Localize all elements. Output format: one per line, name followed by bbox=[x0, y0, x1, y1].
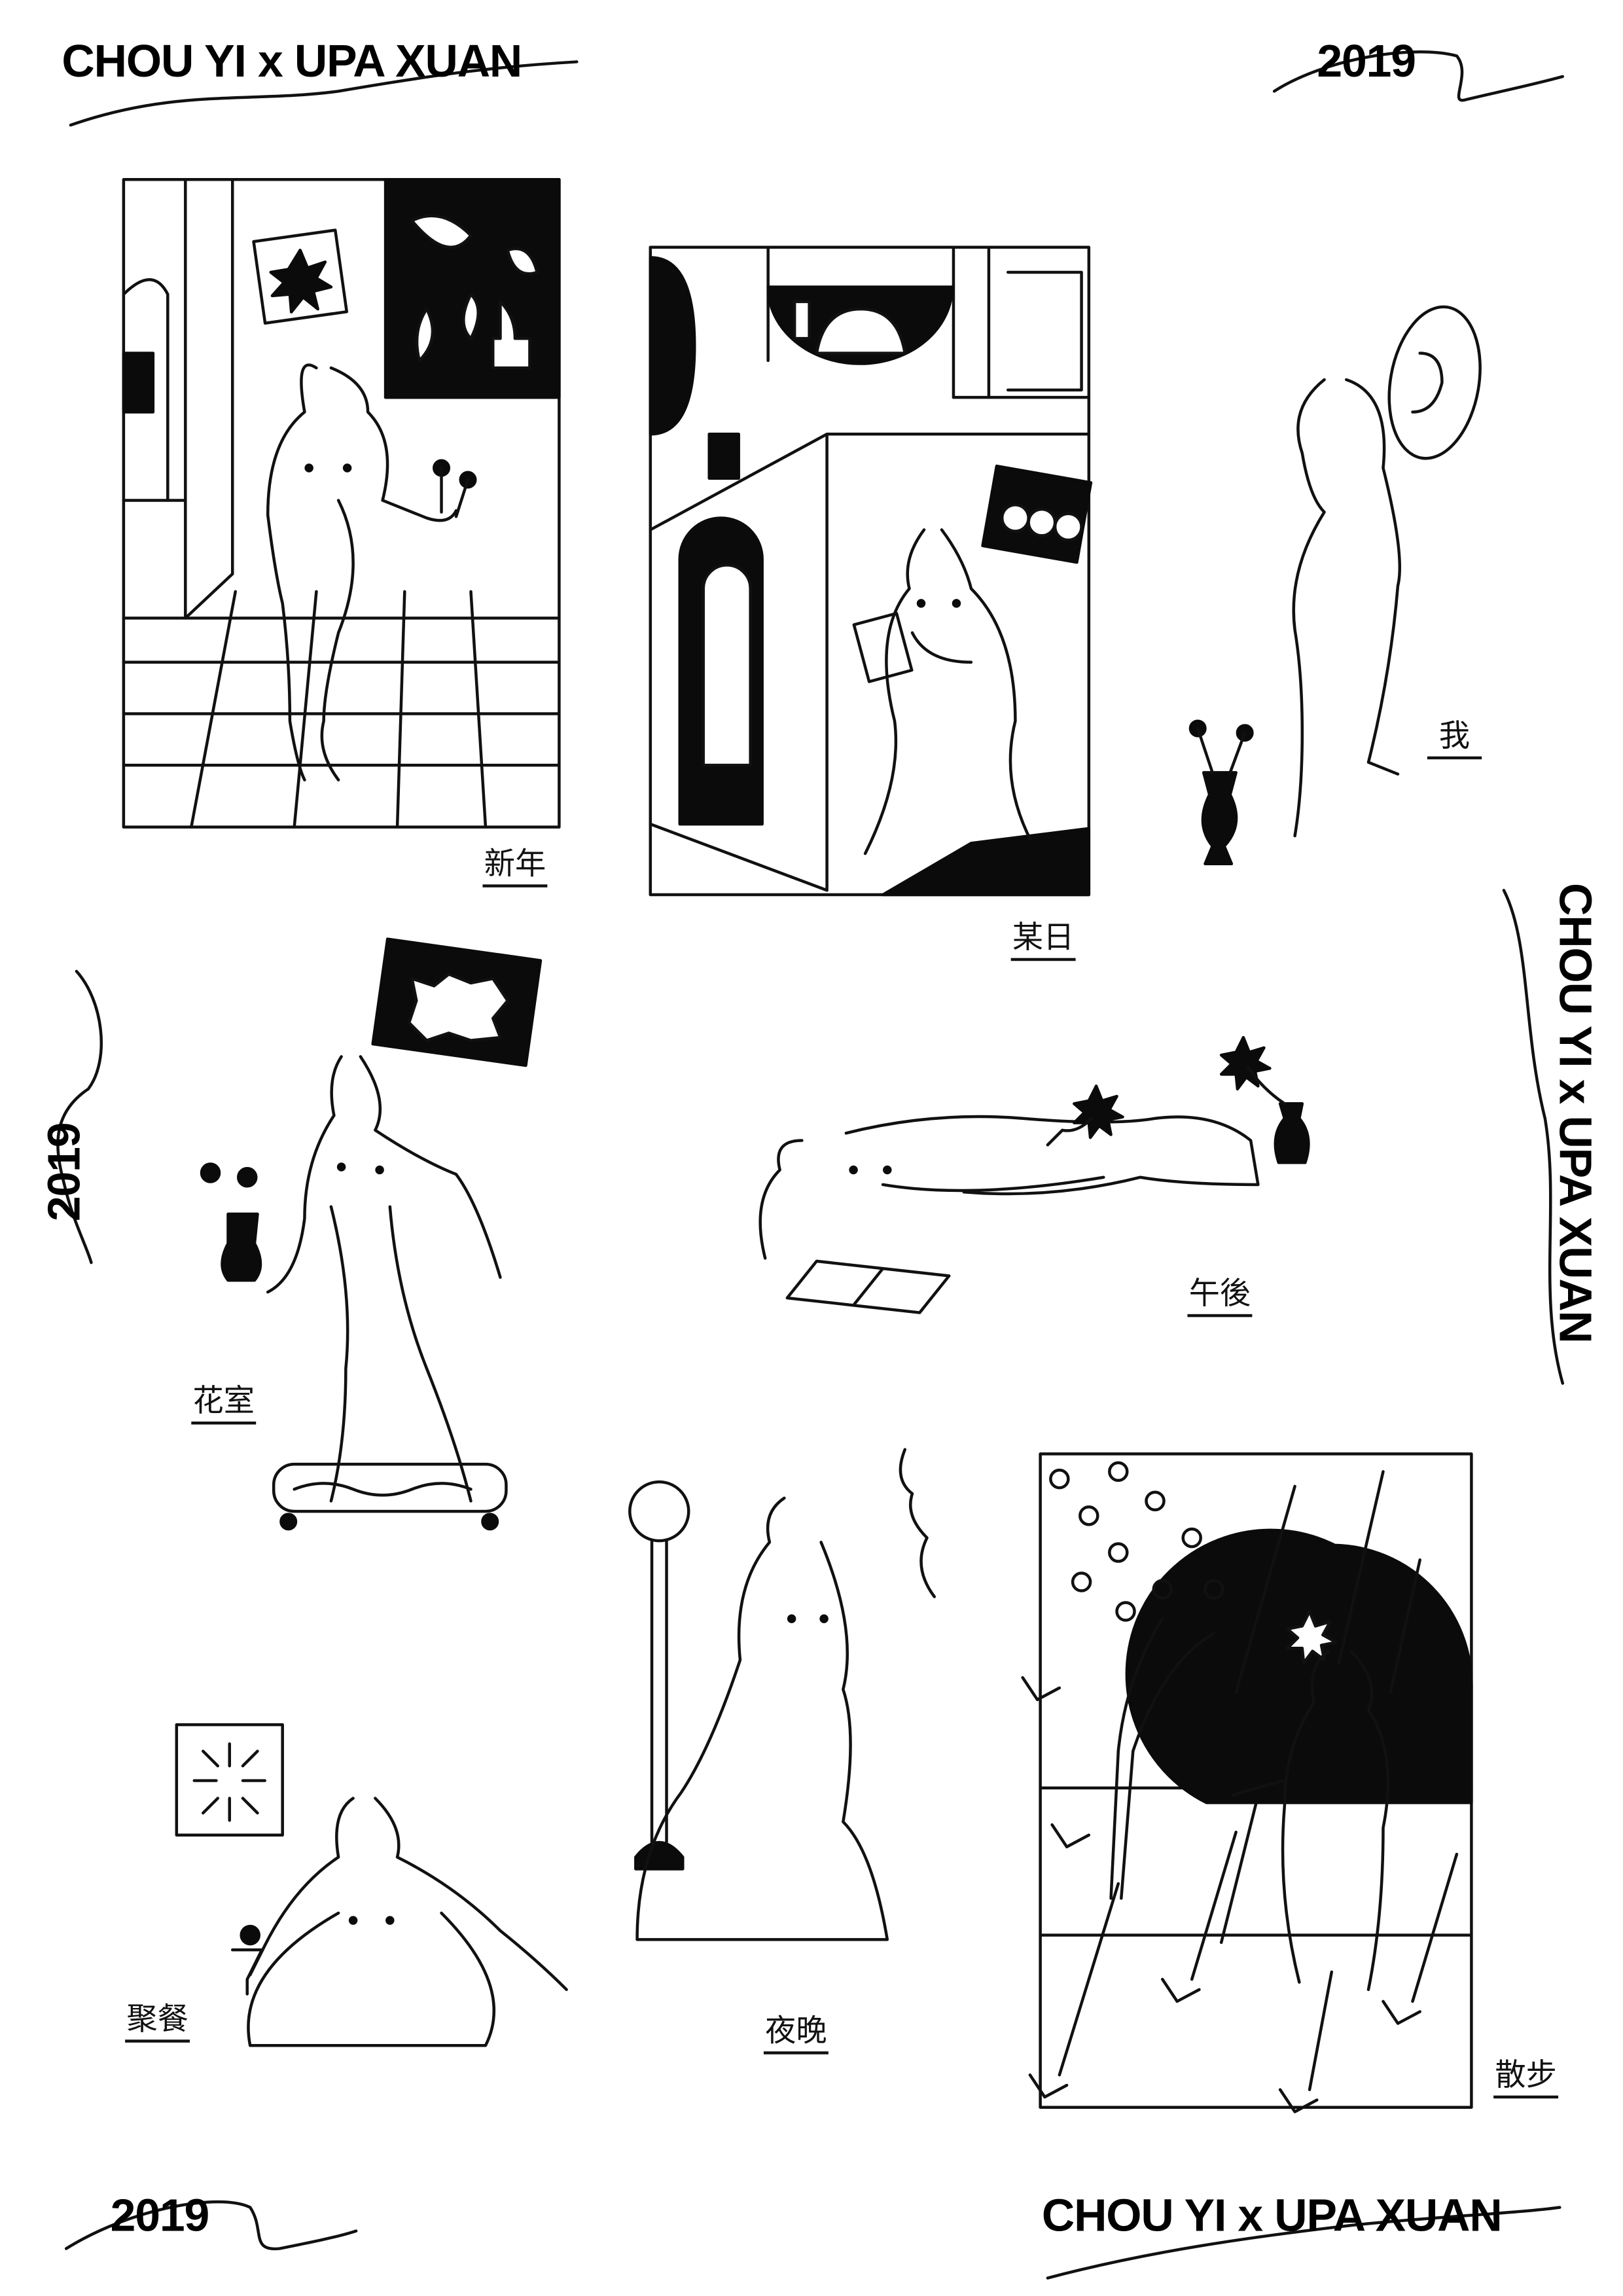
label-walk: 散步 bbox=[1493, 2060, 1559, 2099]
year-top-right: 2019 bbox=[1317, 35, 1416, 87]
label-gathering: 聚餐 bbox=[125, 2003, 190, 2043]
squiggle-top-left bbox=[69, 60, 579, 127]
figure-me bbox=[1188, 305, 1482, 866]
year-bottom-left: 2019 bbox=[110, 2189, 210, 2242]
figure-flower-room bbox=[200, 937, 543, 1531]
figure-afternoon bbox=[758, 1035, 1310, 1314]
label-someday: 某日 bbox=[1010, 922, 1076, 961]
credit-bottom-right: CHOU YI x UPA XUAN bbox=[1041, 2189, 1503, 2242]
label-afternoon: 午後 bbox=[1187, 1278, 1253, 1318]
squiggle-left bbox=[56, 969, 103, 1265]
panel-new-year bbox=[122, 178, 561, 829]
squiggle-top-right bbox=[1272, 50, 1565, 102]
label-new-year: 新年 bbox=[482, 848, 548, 888]
credit-top-left: CHOU YI x UPA XUAN bbox=[62, 35, 522, 87]
squiggle-right bbox=[1502, 889, 1565, 1385]
label-flower-room: 花室 bbox=[191, 1386, 257, 1425]
label-night: 夜晚 bbox=[763, 2015, 829, 2054]
credit-right-vertical: CHOU YI x UPA XUAN bbox=[1549, 883, 1601, 1343]
figure-gathering bbox=[175, 1723, 568, 2047]
figure-night bbox=[628, 1448, 936, 1941]
panel-walk bbox=[1021, 1452, 1473, 2113]
squiggle-bottom-right bbox=[1046, 2206, 1561, 2280]
label-me: 我 bbox=[1427, 721, 1482, 760]
year-left-vertical: 2019 bbox=[38, 1122, 90, 1222]
panel-someday bbox=[649, 245, 1093, 897]
squiggle-bottom-left bbox=[64, 2200, 358, 2251]
